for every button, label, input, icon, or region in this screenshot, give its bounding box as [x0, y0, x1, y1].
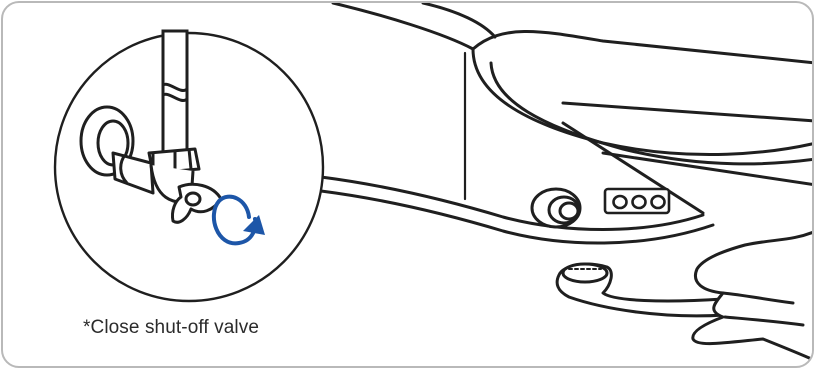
bidet-illustration: [53, 3, 812, 361]
side-indicator-panel: [603, 187, 671, 215]
bidet-body: [319, 3, 812, 245]
shut-off-valve: [111, 147, 223, 224]
hand-holding-remote: [555, 230, 812, 361]
water-inlet-knob: [530, 187, 582, 229]
clockwise-rotation-arrow-icon: [211, 194, 265, 246]
valve-zoom-inset: [53, 29, 325, 303]
caption-close-shut-off-valve: *Close shut-off valve: [83, 317, 260, 338]
water-pipe: [161, 29, 189, 157]
